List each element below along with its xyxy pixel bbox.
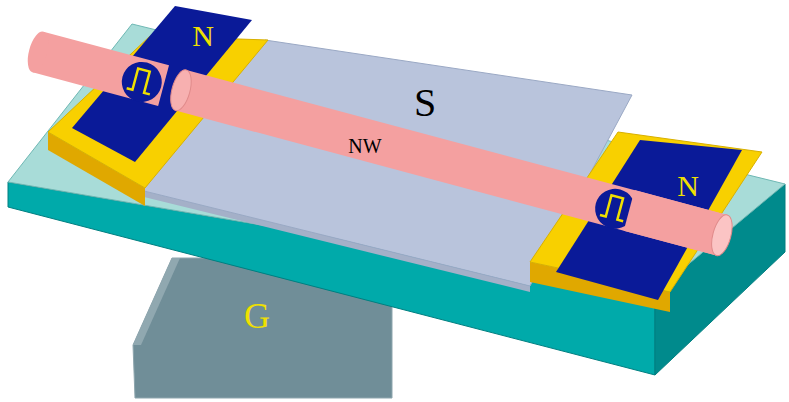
electrode-label: N xyxy=(192,21,214,51)
nanowire-segment xyxy=(176,70,728,256)
nanowire-end xyxy=(167,68,195,113)
electrode-label: N xyxy=(677,171,699,201)
nanowire-segment xyxy=(33,32,169,106)
region-label: S xyxy=(414,83,436,123)
nanowire-end xyxy=(24,29,52,74)
barrier-symbol xyxy=(600,194,629,221)
nanowire xyxy=(24,29,736,258)
gate-label: G xyxy=(244,298,270,334)
nanowire-label: NW xyxy=(348,136,381,156)
barrier-circle xyxy=(117,57,166,106)
gate-edge xyxy=(133,258,180,345)
barrier-symbol xyxy=(127,67,156,94)
nanowire-end xyxy=(708,213,736,258)
